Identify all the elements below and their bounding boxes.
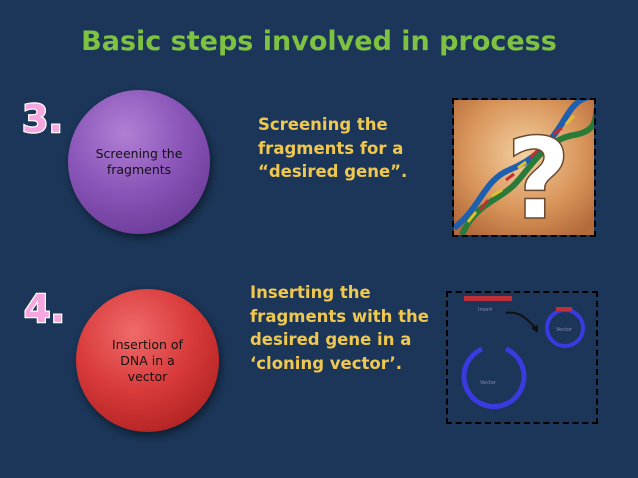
insertion-circle: Insertion of DNA in a vector <box>76 289 219 432</box>
open-vector-ring <box>461 346 527 409</box>
recombinant-vector-label: Vector <box>556 327 573 333</box>
screening-circle-label: Screening the fragments <box>95 146 183 177</box>
insertion-circle-label: Insertion of DNA in a vector <box>112 336 183 384</box>
screening-description: Screening the fragments for a “desired g… <box>258 115 408 181</box>
insert-label: Insert <box>478 307 492 313</box>
step-number-3: 3. <box>21 96 64 138</box>
svg-text:4.: 4. <box>24 287 65 328</box>
slide-title: Basic steps involved in process <box>81 26 557 57</box>
arrow-icon <box>505 311 537 330</box>
question-mark-icon: ? <box>506 115 571 235</box>
screening-circle: Screening the fragments <box>68 90 210 234</box>
dna-question-mark-image: ? <box>452 98 596 237</box>
cloning-vector-diagram: Insert Vector Vector <box>446 291 598 424</box>
svg-text:3.: 3. <box>22 97 63 138</box>
step-number-4: 4. <box>23 286 66 328</box>
insert-fragment <box>464 296 512 301</box>
open-vector-label: Vector <box>480 380 497 386</box>
inserted-fragment <box>556 307 572 311</box>
insertion-description: Inserting the fragments with the desired… <box>250 283 429 373</box>
